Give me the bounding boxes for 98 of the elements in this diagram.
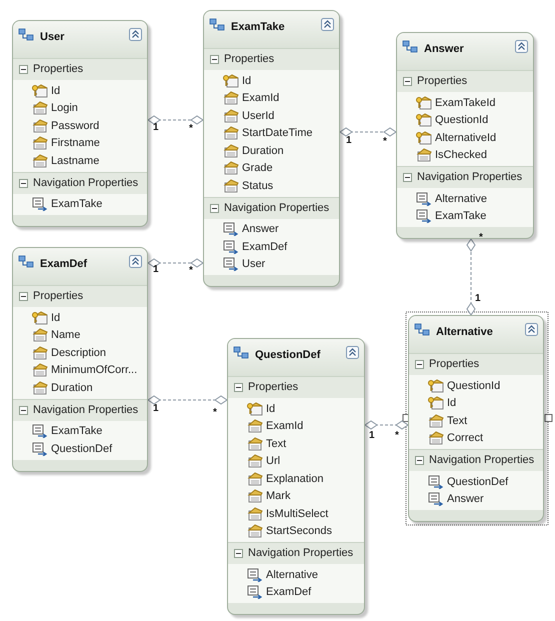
entity-name: ExamDef <box>40 257 88 272</box>
association-line <box>340 128 396 136</box>
property-name: Description <box>51 346 106 360</box>
property-name: Login <box>51 101 78 116</box>
properties-section <box>409 449 543 510</box>
multiplicity-label: 1 <box>153 404 159 414</box>
properties-section <box>397 70 533 166</box>
association-line <box>148 258 204 268</box>
property-name: Id <box>51 84 60 98</box>
property-name: ExamId <box>266 419 304 434</box>
entity-name: ExamTake <box>231 20 285 35</box>
multiplicity-label: 1 <box>475 294 481 304</box>
section-heading: Navigation Properties <box>248 546 354 562</box>
property-name: Mark <box>266 489 290 504</box>
property-name: AlternativeId <box>435 130 496 146</box>
section-heading: Navigation Properties <box>429 453 534 468</box>
multiplicity-label: 1 <box>153 123 159 133</box>
properties-section <box>228 542 364 603</box>
property-name: Answer <box>447 492 484 507</box>
property-name: Id <box>242 74 252 88</box>
association-line <box>364 420 408 430</box>
property-name: Duration <box>242 144 284 158</box>
multiplicity-label: * <box>479 233 483 243</box>
properties-section <box>204 48 339 196</box>
multiplicity-label: 1 <box>153 265 159 275</box>
association-line <box>148 116 204 124</box>
entity-box <box>203 10 340 287</box>
entity-name: Answer <box>424 42 464 57</box>
properties-section <box>13 398 147 460</box>
multiplicity-label: * <box>213 408 217 418</box>
section-heading: Navigation Properties <box>33 402 138 418</box>
multiplicity-label: * <box>395 431 399 441</box>
property-name: Duration <box>51 380 93 396</box>
section-heading: Navigation Properties <box>224 200 330 216</box>
association-line <box>148 396 228 404</box>
entity-box <box>396 32 534 239</box>
property-name: Text <box>447 414 468 428</box>
property-name: Url <box>266 454 280 469</box>
section-heading: Properties <box>248 380 298 396</box>
property-name: ExamTake <box>435 209 486 224</box>
property-name: Lastname <box>51 154 100 168</box>
property-name: Text <box>266 436 286 452</box>
property-name: ExamTake <box>51 197 102 212</box>
section-heading: Navigation Properties <box>33 176 138 191</box>
property-name: QuestionId <box>435 113 488 128</box>
property-name: Answer <box>242 222 279 237</box>
entity-name: User <box>40 30 64 45</box>
property-name: ExamDef <box>242 240 288 254</box>
property-name: Grade <box>242 161 273 176</box>
entity-name: Alternative <box>436 325 493 340</box>
multiplicity-label: * <box>383 137 387 147</box>
property-name: Alternative <box>266 568 318 582</box>
properties-section <box>228 376 364 542</box>
property-name: UserId <box>242 108 274 124</box>
property-name: Name <box>51 328 80 343</box>
property-name: QuestionDef <box>447 474 508 490</box>
entity-box <box>12 20 148 227</box>
property-name: QuestionDef <box>51 442 112 456</box>
property-name: QuestionId <box>447 378 500 394</box>
property-name: Id <box>266 402 276 416</box>
properties-section <box>397 166 533 227</box>
properties-section <box>13 172 147 215</box>
entity-box <box>227 338 365 615</box>
property-name: ExamId <box>242 91 280 106</box>
section-heading: Properties <box>33 289 84 304</box>
property-name: Correct <box>447 431 484 446</box>
property-name: MinimumOfCorr... <box>51 363 138 378</box>
property-name: Id <box>51 310 60 326</box>
section-heading: Properties <box>417 74 468 90</box>
property-name: ExamTake <box>51 424 102 439</box>
properties-section <box>13 285 147 398</box>
property-name: ExamTakeId <box>435 96 496 110</box>
section-heading: Properties <box>224 52 274 68</box>
property-name: User <box>242 257 266 272</box>
section-heading: Properties <box>33 62 84 78</box>
properties-section <box>204 196 339 275</box>
section-heading: Navigation Properties <box>417 170 522 186</box>
property-name: Id <box>447 396 456 411</box>
entity-box <box>12 247 148 472</box>
property-name: IsMultiSelect <box>266 506 328 522</box>
property-name: Alternative <box>435 192 487 206</box>
multiplicity-label: * <box>189 124 193 134</box>
property-name: Firstname <box>51 136 100 151</box>
properties-section <box>13 58 147 172</box>
property-name: Password <box>51 118 100 134</box>
property-name: Explanation <box>266 472 324 486</box>
property-name: Status <box>242 178 274 194</box>
association-line <box>466 238 476 316</box>
multiplicity-label: * <box>189 266 193 276</box>
property-name: StartSeconds <box>266 524 332 539</box>
entity-name: QuestionDef <box>255 348 320 363</box>
property-name: IsChecked <box>435 148 487 163</box>
multiplicity-label: 1 <box>346 136 352 146</box>
property-name: StartDateTime <box>242 126 313 141</box>
section-heading: Properties <box>429 357 480 372</box>
properties-section <box>409 353 543 449</box>
property-name: ExamDef <box>266 585 312 600</box>
multiplicity-label: 1 <box>369 431 375 441</box>
